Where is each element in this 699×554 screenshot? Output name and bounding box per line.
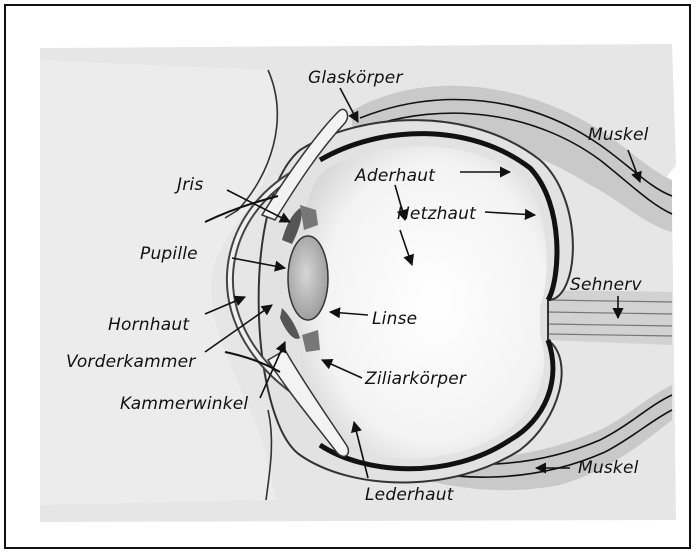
- label-pupille: Pupille: [140, 244, 198, 264]
- label-netzhaut: Netzhaut: [397, 204, 477, 224]
- label-aderhaut: Aderhaut: [354, 166, 436, 186]
- label-glaskoerper: Glaskörper: [308, 68, 403, 88]
- label-ziliarkoerper: Ziliarkörper: [364, 369, 467, 389]
- label-sehnerv: Sehnerv: [570, 275, 642, 295]
- label-vorderkammer: Vorderkammer: [66, 352, 196, 372]
- label-hornhaut: Hornhaut: [108, 315, 190, 335]
- optic-nerve: [545, 290, 672, 345]
- vitreous-body: [297, 146, 547, 458]
- label-linse: Linse: [372, 309, 417, 329]
- label-muskel-bottom: Muskel: [578, 458, 639, 478]
- label-lederhaut: Lederhaut: [365, 485, 455, 505]
- label-kammerwinkel: Kammerwinkel: [120, 394, 248, 414]
- label-muskel-top: Muskel: [588, 125, 649, 145]
- lens: [288, 236, 328, 320]
- label-iris: Jris: [174, 175, 203, 195]
